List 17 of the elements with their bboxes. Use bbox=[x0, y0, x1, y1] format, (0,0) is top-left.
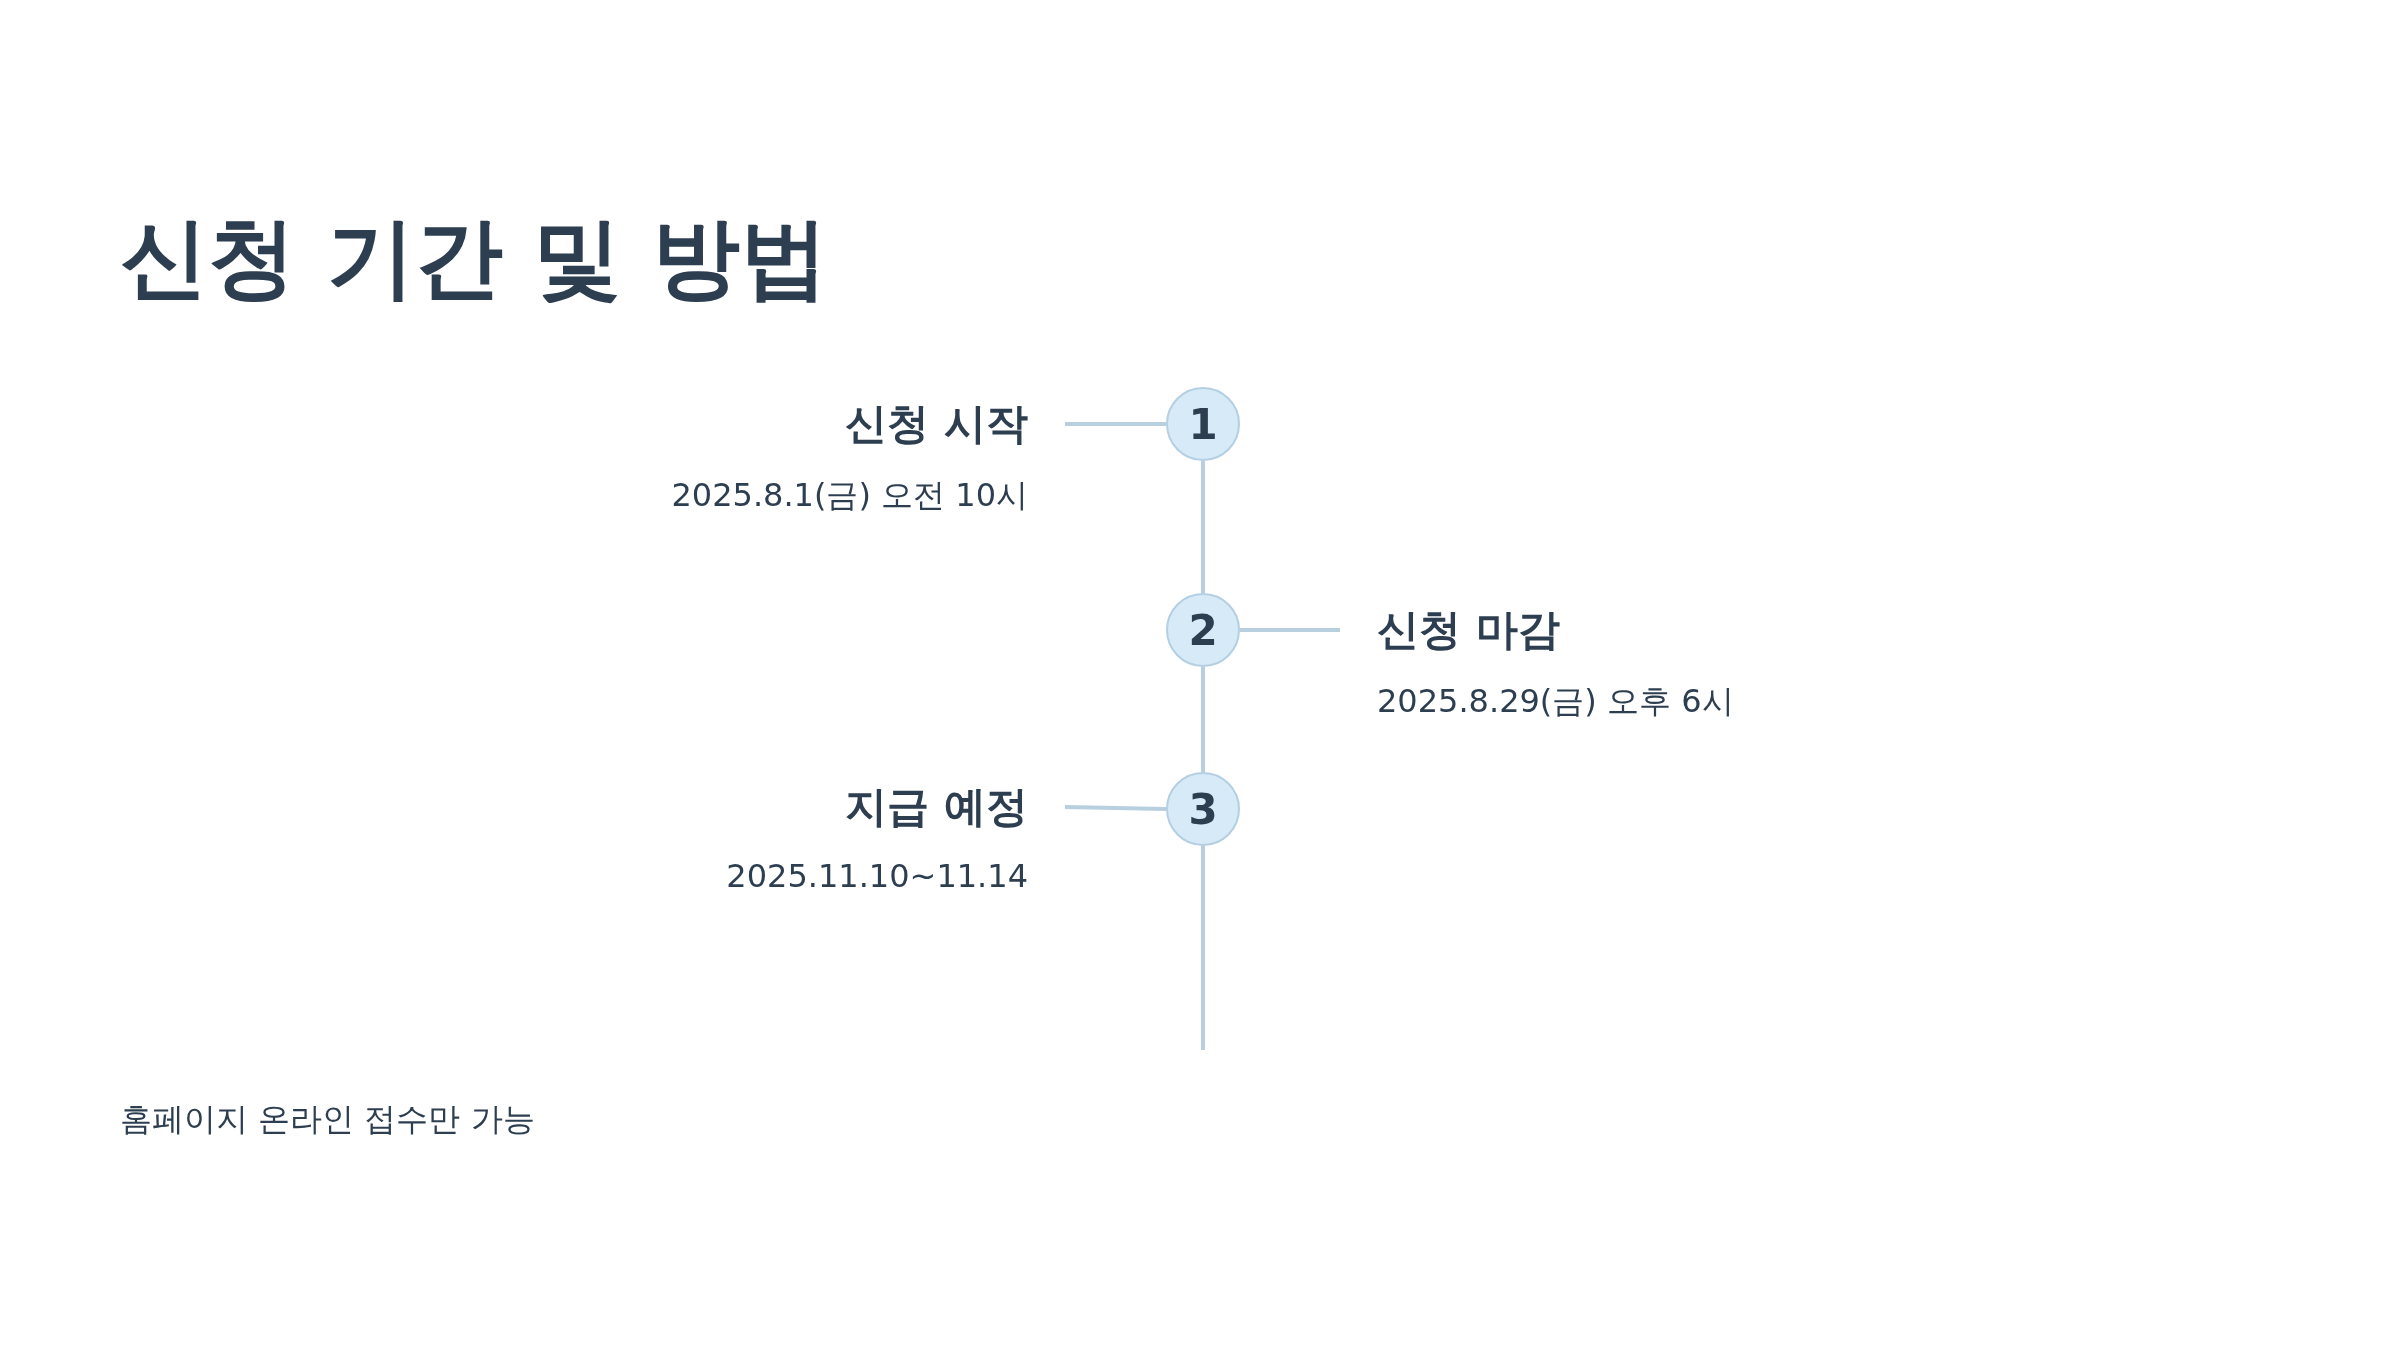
connector-line bbox=[1201, 667, 1205, 772]
step-date: 2025.8.1(금) 오전 10시 bbox=[671, 475, 1028, 516]
note-text: 홈페이지 온라인 접수만 가능 bbox=[120, 1099, 535, 1140]
connector-line bbox=[1064, 805, 1167, 811]
step-number-circle: 3 bbox=[1166, 772, 1240, 846]
connector-line bbox=[1201, 846, 1205, 1050]
connector-line bbox=[1201, 461, 1205, 593]
step-heading: 신청 시작 bbox=[845, 398, 1028, 450]
connector-line bbox=[1065, 422, 1166, 426]
slide-title: 신청 기간 및 방법 bbox=[120, 205, 828, 311]
connector-line bbox=[1240, 628, 1340, 632]
step-date: 2025.8.29(금) 오후 6시 bbox=[1377, 681, 1734, 722]
step-number-circle: 2 bbox=[1166, 593, 1240, 667]
step-heading: 신청 마감 bbox=[1377, 604, 1560, 656]
step-date: 2025.11.10~11.14 bbox=[726, 857, 1028, 895]
step-heading: 지급 예정 bbox=[845, 781, 1028, 833]
step-number-circle: 1 bbox=[1166, 387, 1240, 461]
